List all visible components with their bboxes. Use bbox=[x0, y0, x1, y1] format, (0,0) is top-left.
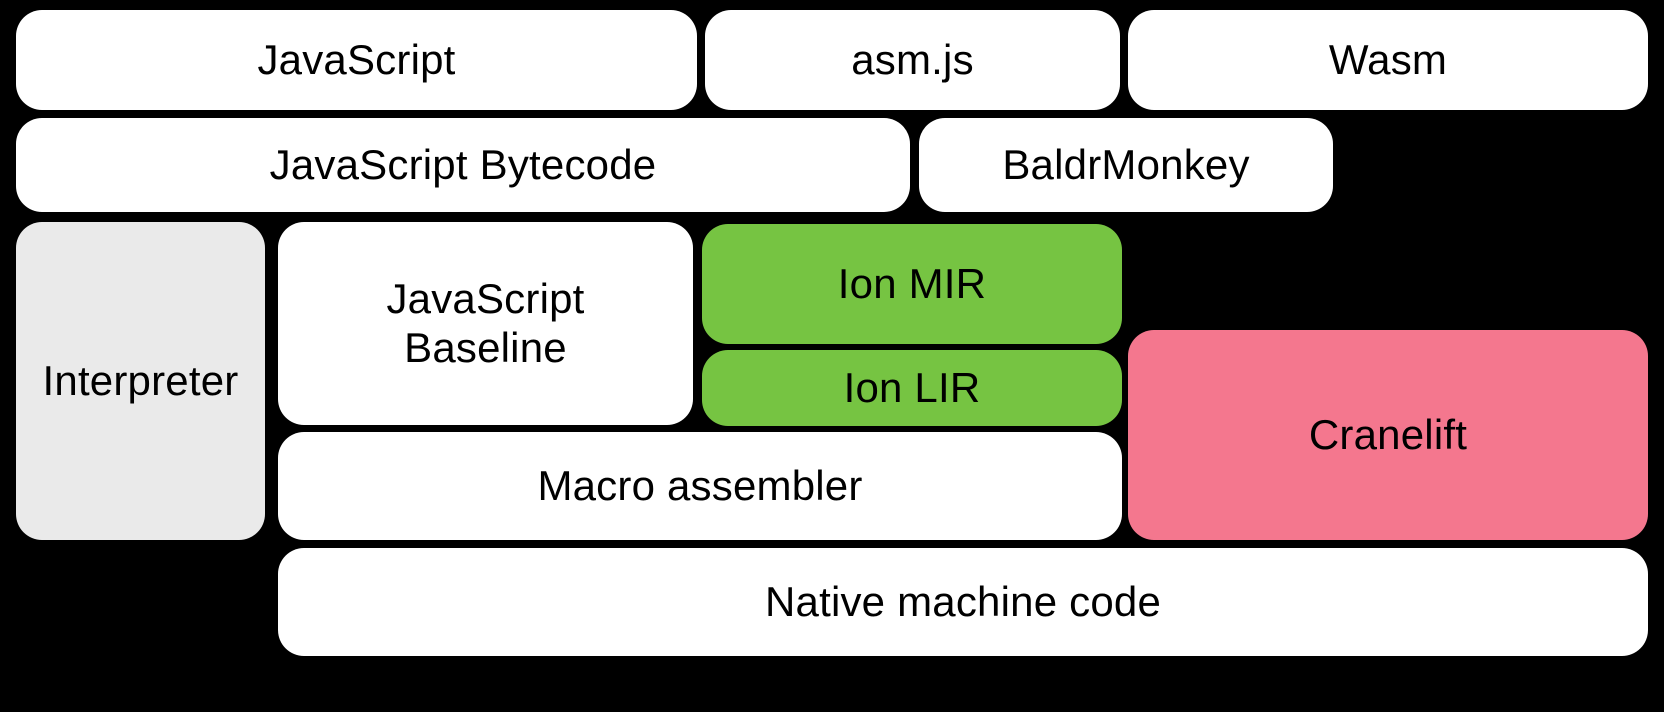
node-wasm[interactable]: Wasm bbox=[1128, 10, 1648, 110]
node-cranelift[interactable]: Cranelift bbox=[1128, 330, 1648, 540]
node-asm-js[interactable]: asm.js bbox=[705, 10, 1120, 110]
node-macro-assembler[interactable]: Macro assembler bbox=[278, 432, 1122, 540]
node-native-machine-code[interactable]: Native machine code bbox=[278, 548, 1648, 656]
node-ion-mir[interactable]: Ion MIR bbox=[702, 224, 1122, 344]
node-javascript[interactable]: JavaScript bbox=[16, 10, 697, 110]
node-javascript-baseline[interactable]: JavaScript Baseline bbox=[278, 222, 693, 425]
node-ion-lir[interactable]: Ion LIR bbox=[702, 350, 1122, 426]
node-javascript-bytecode[interactable]: JavaScript Bytecode bbox=[16, 118, 910, 212]
node-baldrmonkey[interactable]: BaldrMonkey bbox=[919, 118, 1333, 212]
node-interpreter[interactable]: Interpreter bbox=[16, 222, 265, 540]
